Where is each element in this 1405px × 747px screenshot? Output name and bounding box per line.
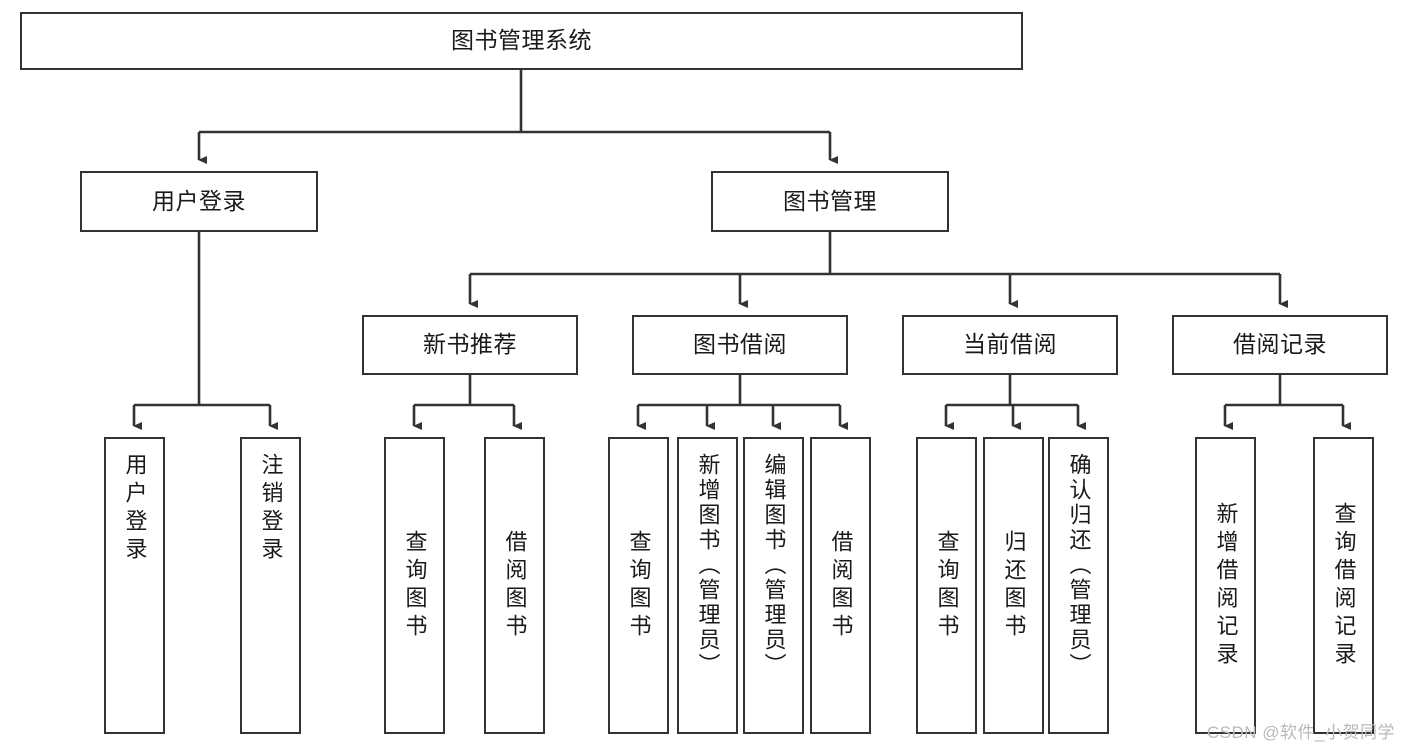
node-leaf-borrow-book-2-label: 借阅图书 bbox=[828, 529, 854, 642]
node-leaf-add-borrow-record-label: 新增借阅记录 bbox=[1213, 501, 1239, 670]
node-leaf-confirm-return-admin-label: 确认归还（管理员） bbox=[1066, 453, 1092, 678]
node-leaf-logout-login-label: 注销登录 bbox=[258, 453, 284, 565]
node-leaf-add-borrow-record[interactable]: 新增借阅记录 bbox=[1195, 437, 1256, 734]
node-leaf-borrow-book-1-label: 借阅图书 bbox=[502, 529, 528, 642]
node-leaf-edit-book-admin[interactable]: 编辑图书（管理员） bbox=[743, 437, 804, 734]
node-leaf-query-book-1[interactable]: 查询图书 bbox=[384, 437, 445, 734]
node-leaf-query-book-3[interactable]: 查询图书 bbox=[916, 437, 977, 734]
csdn-watermark: CSDN @软件_小贺同学 bbox=[1206, 723, 1395, 742]
node-leaf-query-book-2-label: 查询图书 bbox=[626, 529, 652, 642]
node-book-borrow[interactable]: 图书借阅 bbox=[632, 315, 848, 375]
node-leaf-add-book-admin-label: 新增图书（管理员） bbox=[695, 453, 721, 678]
node-leaf-query-borrow-record-label: 查询借阅记录 bbox=[1331, 501, 1357, 670]
node-user-login[interactable]: 用户登录 bbox=[80, 171, 318, 232]
node-leaf-return-book-label: 归还图书 bbox=[1001, 529, 1027, 642]
node-leaf-query-book-3-label: 查询图书 bbox=[934, 529, 960, 642]
node-root-system-label: 图书管理系统 bbox=[451, 27, 592, 54]
node-book-manage[interactable]: 图书管理 bbox=[711, 171, 949, 232]
node-book-manage-label: 图书管理 bbox=[783, 187, 877, 214]
node-book-borrow-label: 图书借阅 bbox=[693, 331, 787, 358]
node-leaf-borrow-book-1[interactable]: 借阅图书 bbox=[484, 437, 545, 734]
node-borrow-record-label: 借阅记录 bbox=[1233, 331, 1327, 358]
node-leaf-user-login-label: 用户登录 bbox=[122, 453, 148, 565]
node-leaf-add-book-admin[interactable]: 新增图书（管理员） bbox=[677, 437, 738, 734]
node-new-book-recommend[interactable]: 新书推荐 bbox=[362, 315, 578, 375]
node-current-borrow[interactable]: 当前借阅 bbox=[902, 315, 1118, 375]
node-leaf-user-login[interactable]: 用户登录 bbox=[104, 437, 165, 734]
node-leaf-query-book-2[interactable]: 查询图书 bbox=[608, 437, 669, 734]
node-leaf-confirm-return-admin[interactable]: 确认归还（管理员） bbox=[1048, 437, 1109, 734]
node-borrow-record[interactable]: 借阅记录 bbox=[1172, 315, 1388, 375]
node-leaf-logout-login[interactable]: 注销登录 bbox=[240, 437, 301, 734]
node-leaf-query-book-1-label: 查询图书 bbox=[402, 529, 428, 642]
node-user-login-label: 用户登录 bbox=[152, 187, 246, 214]
node-leaf-return-book[interactable]: 归还图书 bbox=[983, 437, 1044, 734]
node-leaf-borrow-book-2[interactable]: 借阅图书 bbox=[810, 437, 871, 734]
node-leaf-query-borrow-record[interactable]: 查询借阅记录 bbox=[1313, 437, 1374, 734]
node-current-borrow-label: 当前借阅 bbox=[963, 331, 1057, 358]
node-leaf-edit-book-admin-label: 编辑图书（管理员） bbox=[761, 453, 787, 678]
node-root-system[interactable]: 图书管理系统 bbox=[20, 12, 1023, 70]
node-new-book-recommend-label: 新书推荐 bbox=[423, 331, 517, 358]
